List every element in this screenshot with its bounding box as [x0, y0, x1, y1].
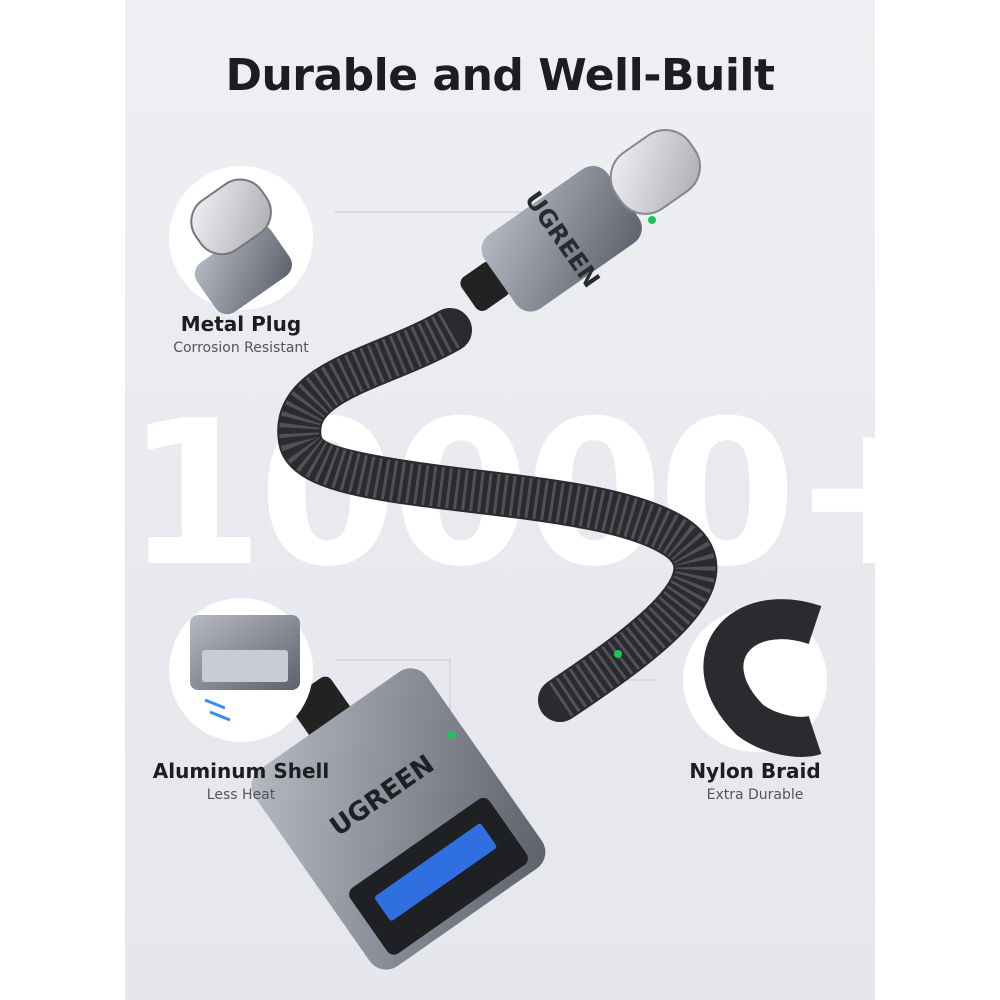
aluminum-shell-detail — [169, 598, 313, 742]
feature-nylon-braid: Nylon Braid Extra Durable — [689, 759, 821, 803]
usb-a-connector: UGREEN — [251, 668, 546, 970]
feature-aluminum-shell: Aluminum Shell Less Heat — [152, 759, 330, 803]
nylon-braid-detail — [683, 599, 827, 757]
page-title: Durable and Well-Built — [225, 50, 775, 101]
feature-metal-plug: Metal Plug Corrosion Resistant — [173, 312, 309, 356]
callout-dot-braid — [614, 650, 622, 658]
callout-dot-plug — [648, 216, 656, 224]
callout-dot-shell — [448, 731, 456, 739]
metal-plug-detail — [169, 166, 313, 315]
usb-c-connector: UGREEN — [460, 129, 701, 312]
